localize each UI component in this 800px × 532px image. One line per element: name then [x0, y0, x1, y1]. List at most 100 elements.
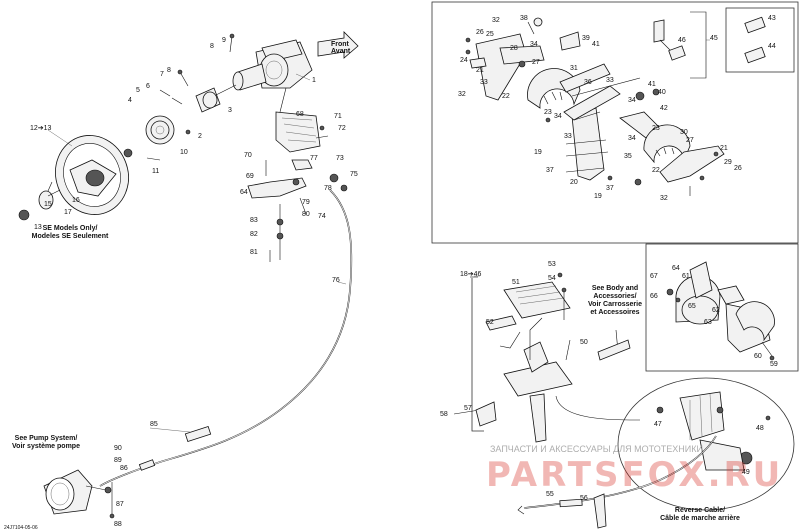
callout-5: 5 — [136, 87, 140, 94]
body-accessories-note: See Body and Accessories/ Voir Carrosser… — [588, 285, 642, 316]
callout-35: 35 — [624, 153, 632, 160]
callout-19b: 19 — [594, 193, 602, 200]
se-models-note: SE Models Only/ Modeles SE Seulement — [32, 225, 109, 240]
callout-86: 86 — [120, 465, 128, 472]
callout-75: 75 — [350, 171, 358, 178]
callout-39: 39 — [582, 35, 590, 42]
callout-56: 56 — [580, 495, 588, 502]
callout-64a: 64 — [672, 265, 680, 272]
callout-73: 73 — [336, 155, 344, 162]
callout-63: 63 — [704, 319, 712, 326]
callout-29: 29 — [724, 159, 732, 166]
callout-76: 76 — [332, 277, 340, 284]
svg-text:Avant: Avant — [331, 48, 351, 55]
svg-text:Voir système pompe: Voir système pompe — [12, 443, 80, 450]
callout-82: 82 — [250, 231, 258, 238]
callout-85: 85 — [150, 421, 158, 428]
callout-24: 24 — [460, 57, 468, 64]
svg-text:ЗАПЧАСТИ И АКСЕССУАРЫ ДЛЯ МОТО: ЗАПЧАСТИ И АКСЕССУАРЫ ДЛЯ МОТОТЕХНИКИ — [490, 444, 703, 454]
callout-numbers: 1 2 3 4 5 6 7 8 9 8 10 11 12➔13 13 15 16… — [30, 15, 778, 528]
callout-71: 71 — [334, 113, 342, 120]
callout-34a: 34 — [530, 41, 538, 48]
reverse-cable-note: Reverse Cable/ Câble de marche arrière — [660, 507, 740, 522]
remote-control-detail-frame — [645, 243, 799, 372]
diagram-code: 24J7104-05-06 — [4, 525, 38, 531]
svg-text:Câble de marche arrière: Câble de marche arrière — [660, 515, 740, 522]
callout-31: 31 — [570, 65, 578, 72]
callout-17: 17 — [64, 209, 72, 216]
callout-44: 44 — [768, 43, 776, 50]
cable-sleeve — [184, 425, 212, 443]
callout-4: 4 — [128, 97, 132, 104]
callout-77: 77 — [310, 155, 318, 162]
callout-27b: 27 — [686, 137, 694, 144]
watermark: ЗАПЧАСТИ И АКСЕССУАРЫ ДЛЯ МОТОТЕХНИКИ PA… — [486, 444, 780, 495]
callout-66: 66 — [650, 293, 658, 300]
callout-26a: 26 — [476, 29, 484, 36]
callout-74: 74 — [318, 213, 326, 220]
callout-41a: 41 — [592, 41, 600, 48]
callout-18-46: 18➔46 — [460, 271, 482, 278]
callout-21b: 21 — [720, 145, 728, 152]
pump-system-note: See Pump System/ Voir système pompe — [12, 435, 80, 450]
callout-10: 10 — [180, 149, 188, 156]
reverse-linkage-detail — [555, 377, 795, 511]
callout-37b: 37 — [606, 185, 614, 192]
callout-89: 89 — [114, 457, 122, 464]
callout-37a: 37 — [546, 167, 554, 174]
callout-47: 47 — [654, 421, 662, 428]
callout-81: 81 — [250, 249, 258, 256]
callout-15: 15 — [44, 201, 52, 208]
callout-3: 3 — [228, 107, 232, 114]
callout-22b: 22 — [652, 167, 660, 174]
shifter-base-assembly — [453, 272, 631, 443]
callout-83: 83 — [250, 217, 258, 224]
se-leader — [47, 181, 53, 192]
callout-6: 6 — [146, 83, 150, 90]
callout-42: 42 — [660, 105, 668, 112]
callout-57: 57 — [464, 405, 472, 412]
callout-13: 13 — [34, 224, 42, 231]
callout-62: 62 — [712, 307, 720, 314]
callout-16: 16 — [72, 197, 80, 204]
callout-55: 55 — [546, 491, 554, 498]
callout-46: 46 — [678, 37, 686, 44]
callout-67: 67 — [650, 273, 658, 280]
callout-23b: 23 — [652, 125, 660, 132]
shift-lever-detail-frame — [431, 1, 799, 244]
callout-26b: 26 — [734, 165, 742, 172]
callout-68: 68 — [296, 111, 304, 118]
callout-21a: 21 — [476, 67, 484, 74]
front-arrow: Front Avant — [317, 31, 359, 59]
steering-wheel — [18, 135, 129, 221]
callout-61: 61 — [682, 273, 690, 280]
callout-38: 38 — [520, 15, 528, 22]
callout-33a: 33 — [480, 79, 488, 86]
callout-59: 59 — [770, 361, 778, 368]
callout-32c: 32 — [660, 195, 668, 202]
callout-64b: 64 — [240, 189, 248, 196]
callout-7: 7 — [160, 71, 164, 78]
callout-34d: 34 — [628, 135, 636, 142]
svg-text:See Body and: See Body and — [592, 285, 638, 292]
callout-69: 69 — [246, 173, 254, 180]
callout-52: 52 — [486, 319, 494, 326]
callout-20: 20 — [570, 179, 578, 186]
callout-11: 11 — [152, 168, 159, 175]
callout-9: 9 — [222, 37, 226, 44]
remote-control-parts — [666, 261, 775, 361]
steering-cable — [99, 189, 353, 487]
callout-43: 43 — [768, 15, 776, 22]
callout-53: 53 — [548, 261, 556, 268]
svg-text:SE Models Only/: SE Models Only/ — [43, 225, 98, 232]
svg-text:Modeles SE Seulement: Modeles SE Seulement — [32, 233, 109, 240]
callout-51: 51 — [512, 279, 520, 286]
callout-30: 30 — [680, 129, 688, 136]
svg-text:Reverse Cable/: Reverse Cable/ — [675, 507, 725, 514]
callout-49: 49 — [742, 469, 750, 476]
callout-27a: 27 — [532, 59, 540, 66]
callout-45: 45 — [710, 35, 718, 42]
callout-87: 87 — [116, 501, 124, 508]
svg-text:Accessories/: Accessories/ — [593, 293, 636, 300]
